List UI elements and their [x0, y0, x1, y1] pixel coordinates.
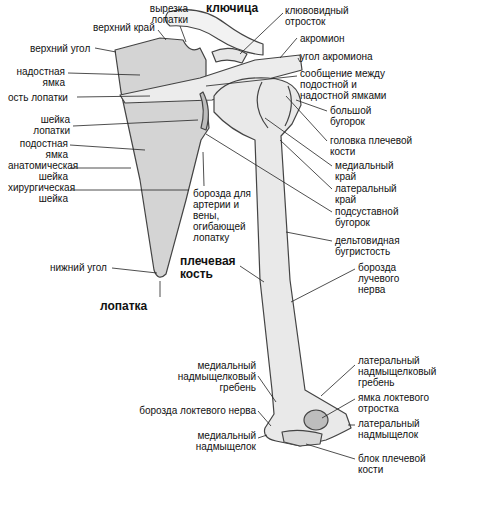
part-label: верхний угол	[30, 43, 100, 54]
part-label: медиальный надмыщелок	[170, 430, 256, 452]
bone-name: плечевая кость	[180, 255, 240, 281]
part-label: дельтовидная бугристость	[335, 235, 420, 257]
part-label: медиальный край	[335, 160, 415, 182]
part-label: медиальный надмыщелковый гребень	[172, 360, 256, 393]
part-label: подостная ямка	[8, 138, 68, 160]
part-label: шейка лопатки	[20, 114, 70, 136]
olecranon-fossa	[304, 410, 328, 430]
part-label: большой бугорок	[330, 105, 390, 127]
part-label: верхний край	[93, 22, 163, 33]
anatomical-neck	[257, 82, 268, 128]
part-label: сообщение между подостной и надостной ям…	[300, 68, 400, 101]
bone-name: лопатка	[100, 300, 180, 313]
part-label: латеральный край	[335, 183, 415, 205]
part-label: вырезка лопатки	[140, 3, 188, 25]
trochlea	[282, 430, 322, 446]
part-label: хирургическая шейка	[8, 182, 68, 204]
part-label: угол акромиона	[300, 51, 380, 62]
coracoid	[212, 48, 247, 63]
part-label: надостная ямка	[5, 66, 65, 88]
part-label: борозда локтевого нерва	[100, 405, 256, 416]
greater-tubercle	[285, 86, 291, 126]
part-label: нижний угол	[50, 262, 112, 273]
part-label: анатомическая шейка	[8, 160, 68, 182]
part-label: латеральный надмыщелок	[358, 418, 448, 440]
part-label: латеральный надмыщелковый гребень	[358, 355, 448, 388]
part-label: блок плечевой кости	[358, 453, 448, 475]
glenoid	[200, 92, 208, 130]
part-label: борозда для артерии и вены, огибающей ло…	[193, 188, 255, 243]
part-label: акромион	[300, 33, 360, 44]
part-label: клювовидный отросток	[285, 5, 357, 27]
part-label: ость лопатки	[8, 92, 78, 103]
part-label: подсуставной бугорок	[335, 206, 415, 228]
bone-name: ключица	[206, 2, 276, 15]
part-label: ямка локтевого отростка	[358, 392, 450, 414]
part-label: головка плечевой кости	[330, 135, 414, 157]
part-label: борозда лучевого нерва	[358, 262, 420, 295]
